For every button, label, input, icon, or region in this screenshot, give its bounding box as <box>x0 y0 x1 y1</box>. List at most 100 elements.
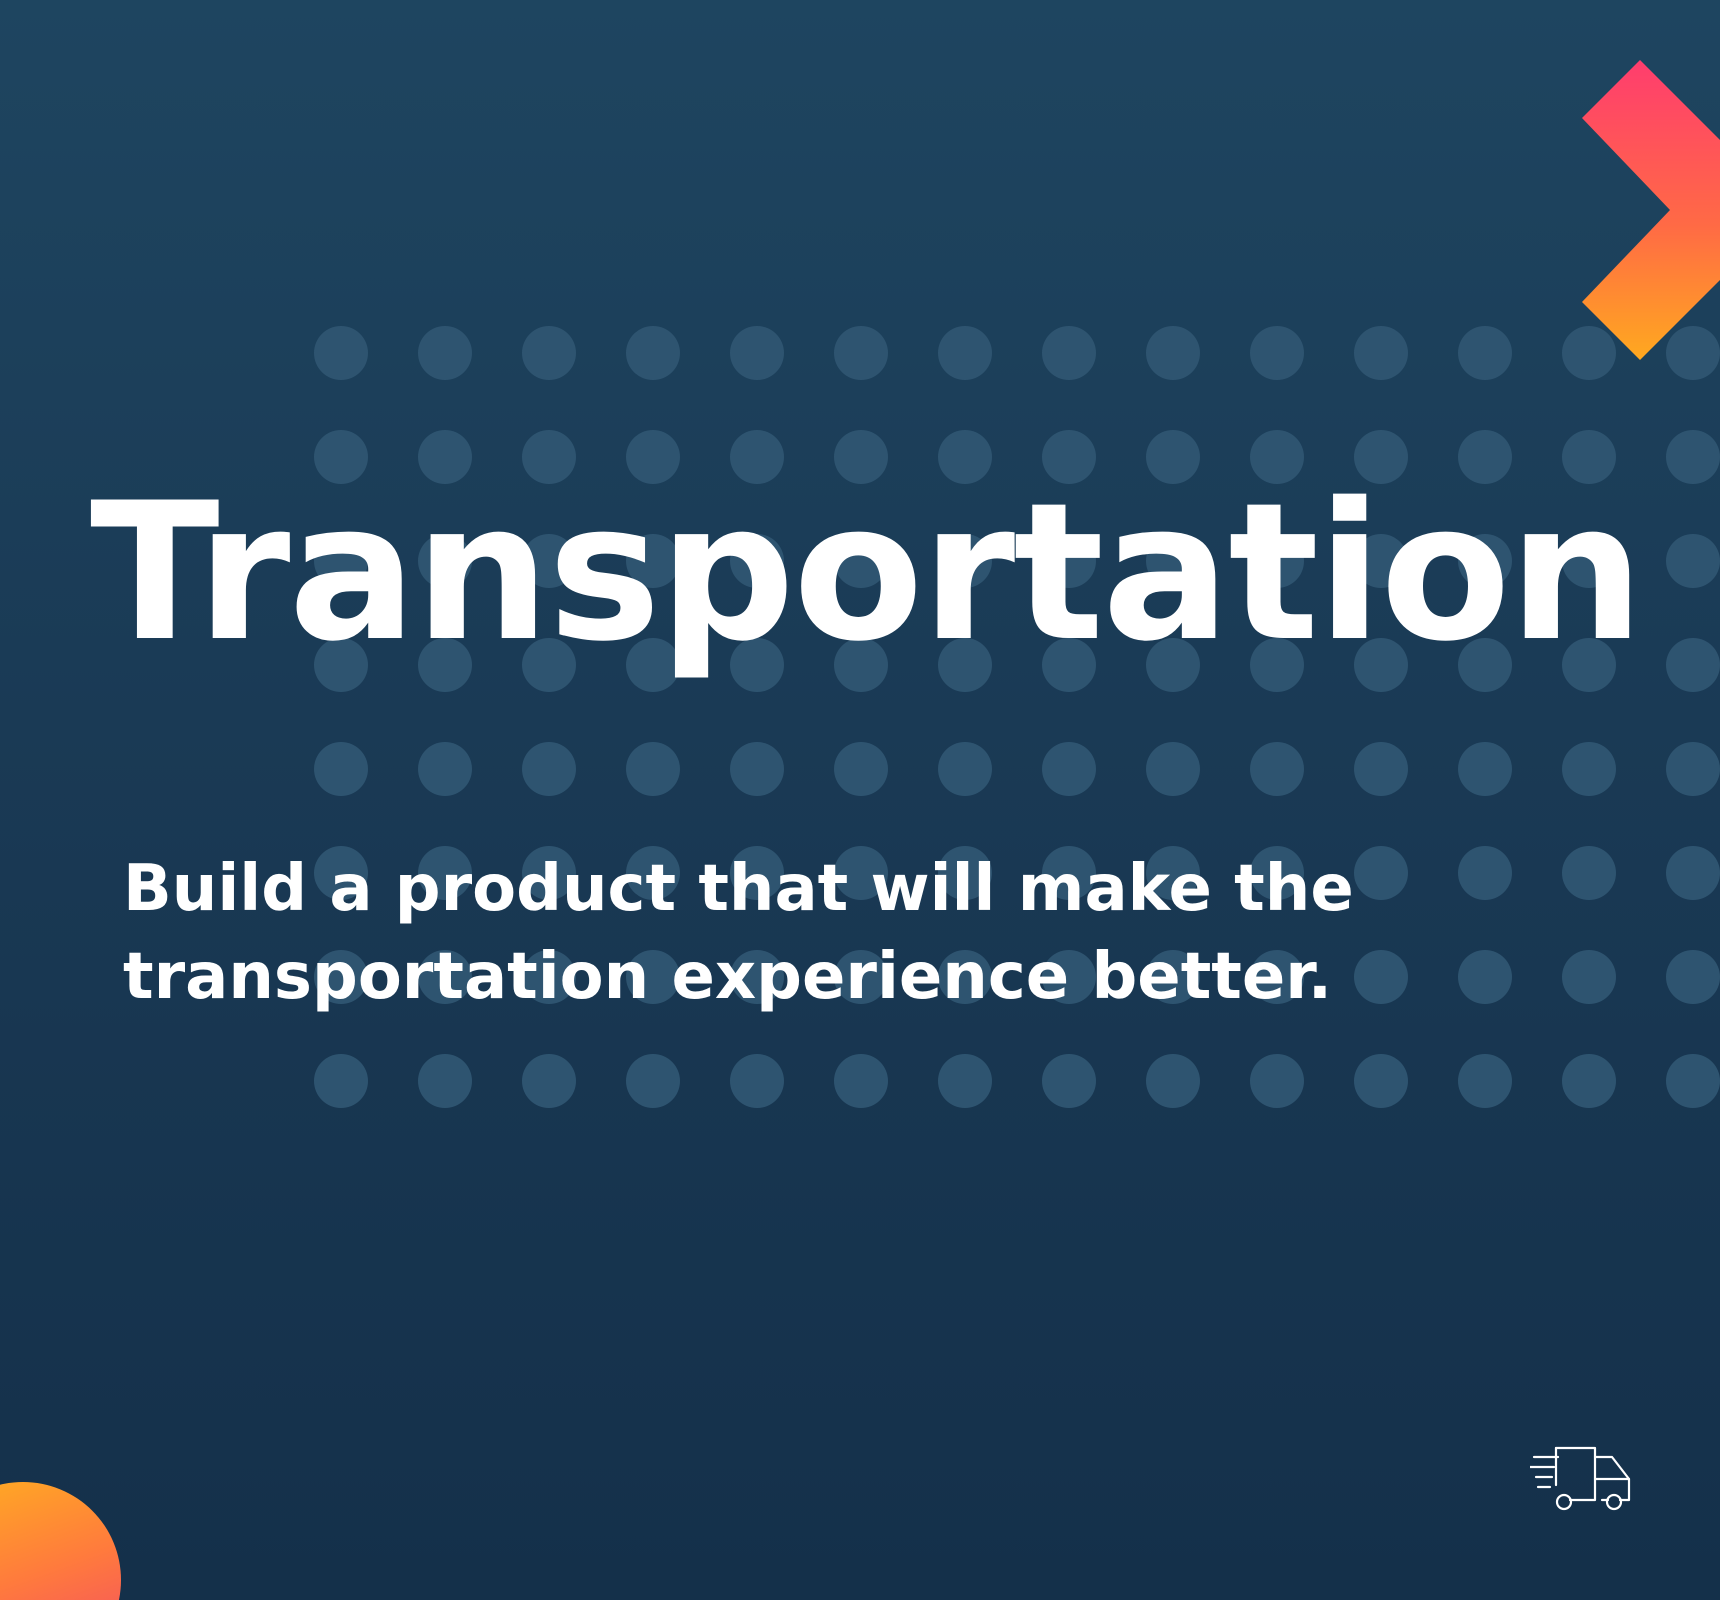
pattern-dot <box>522 742 576 796</box>
pattern-dot <box>1666 1054 1720 1108</box>
pattern-dot <box>1458 326 1512 380</box>
pattern-dot <box>834 1054 888 1108</box>
pattern-dot <box>730 846 784 900</box>
pattern-dot <box>938 534 992 588</box>
pattern-dot <box>834 430 888 484</box>
pattern-dot <box>1562 638 1616 692</box>
pattern-dot <box>314 638 368 692</box>
pattern-dot <box>1042 534 1096 588</box>
page-subtitle: Build a product that will make the trans… <box>123 852 1354 1014</box>
pattern-dot <box>626 534 680 588</box>
pattern-dot <box>1042 638 1096 692</box>
pattern-dot <box>314 742 368 796</box>
pattern-dot <box>314 950 368 1004</box>
pattern-dot <box>418 742 472 796</box>
pattern-dot <box>1354 326 1408 380</box>
pattern-dot <box>1250 950 1304 1004</box>
pattern-dot <box>1250 326 1304 380</box>
pattern-dot <box>1666 430 1720 484</box>
pattern-dot <box>626 742 680 796</box>
pattern-dot <box>1250 846 1304 900</box>
pattern-dot <box>418 1054 472 1108</box>
pattern-dot <box>1354 1054 1408 1108</box>
pattern-dot <box>1354 638 1408 692</box>
pattern-dot <box>522 638 576 692</box>
pattern-dot <box>1250 430 1304 484</box>
pattern-dot <box>1146 1054 1200 1108</box>
pattern-dot <box>1562 846 1616 900</box>
pattern-dot <box>626 950 680 1004</box>
pattern-dot <box>938 326 992 380</box>
pattern-dot <box>314 846 368 900</box>
pattern-dot <box>418 638 472 692</box>
pattern-dot <box>1250 534 1304 588</box>
pattern-dot <box>1146 742 1200 796</box>
pattern-dot <box>1562 430 1616 484</box>
pattern-dot <box>1666 950 1720 1004</box>
pattern-dot <box>1250 742 1304 796</box>
pattern-dot <box>1146 846 1200 900</box>
pattern-dot <box>1146 534 1200 588</box>
pattern-dot <box>1042 326 1096 380</box>
pattern-dot <box>1042 950 1096 1004</box>
pattern-dot <box>314 1054 368 1108</box>
pattern-dot <box>418 430 472 484</box>
page-title: Transportation <box>90 462 1644 683</box>
pattern-dot <box>1458 1054 1512 1108</box>
pattern-dot <box>1666 326 1720 380</box>
pattern-dot <box>522 1054 576 1108</box>
pattern-dot <box>1146 430 1200 484</box>
pattern-dot <box>1354 430 1408 484</box>
pattern-dot <box>1666 846 1720 900</box>
pattern-dot <box>1458 742 1512 796</box>
pattern-dot <box>730 742 784 796</box>
pattern-dot <box>1042 846 1096 900</box>
pattern-dot <box>1458 430 1512 484</box>
pattern-dot <box>1458 846 1512 900</box>
pattern-dot <box>1562 950 1616 1004</box>
pattern-dot <box>1250 638 1304 692</box>
pattern-dot <box>730 326 784 380</box>
pattern-dot <box>626 1054 680 1108</box>
pattern-dot <box>522 950 576 1004</box>
pattern-dot <box>1250 1054 1304 1108</box>
pattern-dot <box>522 846 576 900</box>
pattern-dot <box>1562 1054 1616 1108</box>
pattern-dot <box>938 1054 992 1108</box>
pattern-dot <box>418 846 472 900</box>
pattern-dot <box>626 846 680 900</box>
pattern-dot <box>1146 950 1200 1004</box>
pattern-dot <box>1458 534 1512 588</box>
pattern-dot <box>834 326 888 380</box>
pattern-dot <box>522 534 576 588</box>
pattern-dot <box>730 638 784 692</box>
pattern-dot <box>730 950 784 1004</box>
pattern-dot <box>1042 1054 1096 1108</box>
pattern-dot <box>1146 326 1200 380</box>
pattern-dot <box>1666 534 1720 588</box>
pattern-dot <box>1354 742 1408 796</box>
pattern-dot <box>1666 742 1720 796</box>
pattern-dot <box>418 534 472 588</box>
pattern-dot <box>522 326 576 380</box>
pattern-dot <box>834 846 888 900</box>
pattern-dot <box>626 430 680 484</box>
pattern-dot <box>938 742 992 796</box>
pattern-dot <box>834 950 888 1004</box>
pattern-dot <box>314 534 368 588</box>
pattern-dot <box>1042 430 1096 484</box>
pattern-dot <box>938 638 992 692</box>
pattern-dot <box>626 326 680 380</box>
pattern-dot <box>1354 950 1408 1004</box>
pattern-dot <box>1042 742 1096 796</box>
pattern-dot <box>938 430 992 484</box>
pattern-dot <box>418 326 472 380</box>
pattern-dot <box>1458 638 1512 692</box>
pattern-dot <box>834 534 888 588</box>
pattern-dot <box>314 430 368 484</box>
pattern-dot <box>1562 326 1616 380</box>
pattern-dot <box>730 1054 784 1108</box>
pattern-dot <box>730 430 784 484</box>
